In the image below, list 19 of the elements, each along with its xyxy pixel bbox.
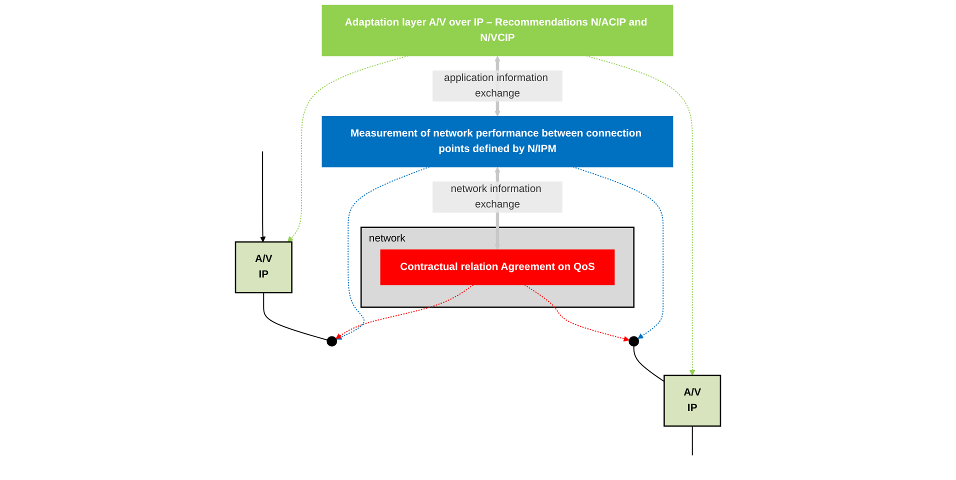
node-box: Contractual relation Agreement on QoS	[380, 249, 615, 286]
connector	[633, 346, 665, 382]
arrow	[586, 55, 696, 376]
arrow	[260, 150, 266, 242]
arrow	[287, 55, 409, 242]
node-circle	[628, 336, 640, 347]
node-box: Measurement of network performance between connection points defined by N/IPM	[322, 116, 674, 168]
arrow	[336, 284, 474, 339]
arrow	[336, 166, 430, 340]
arrow	[524, 284, 630, 342]
connector	[692, 426, 693, 456]
node-circle	[326, 336, 338, 347]
arrow	[572, 166, 664, 339]
node-box: A/V IP	[234, 241, 292, 294]
node-box: A/V IP	[664, 374, 722, 427]
edge-label: network information exchange	[450, 183, 542, 210]
edge-label: application information exchange	[444, 72, 548, 100]
node-box: Adaptation layer A/V over IP – Recommendations N/ACIP and N/VCIP	[322, 4, 674, 56]
connector	[263, 292, 328, 340]
